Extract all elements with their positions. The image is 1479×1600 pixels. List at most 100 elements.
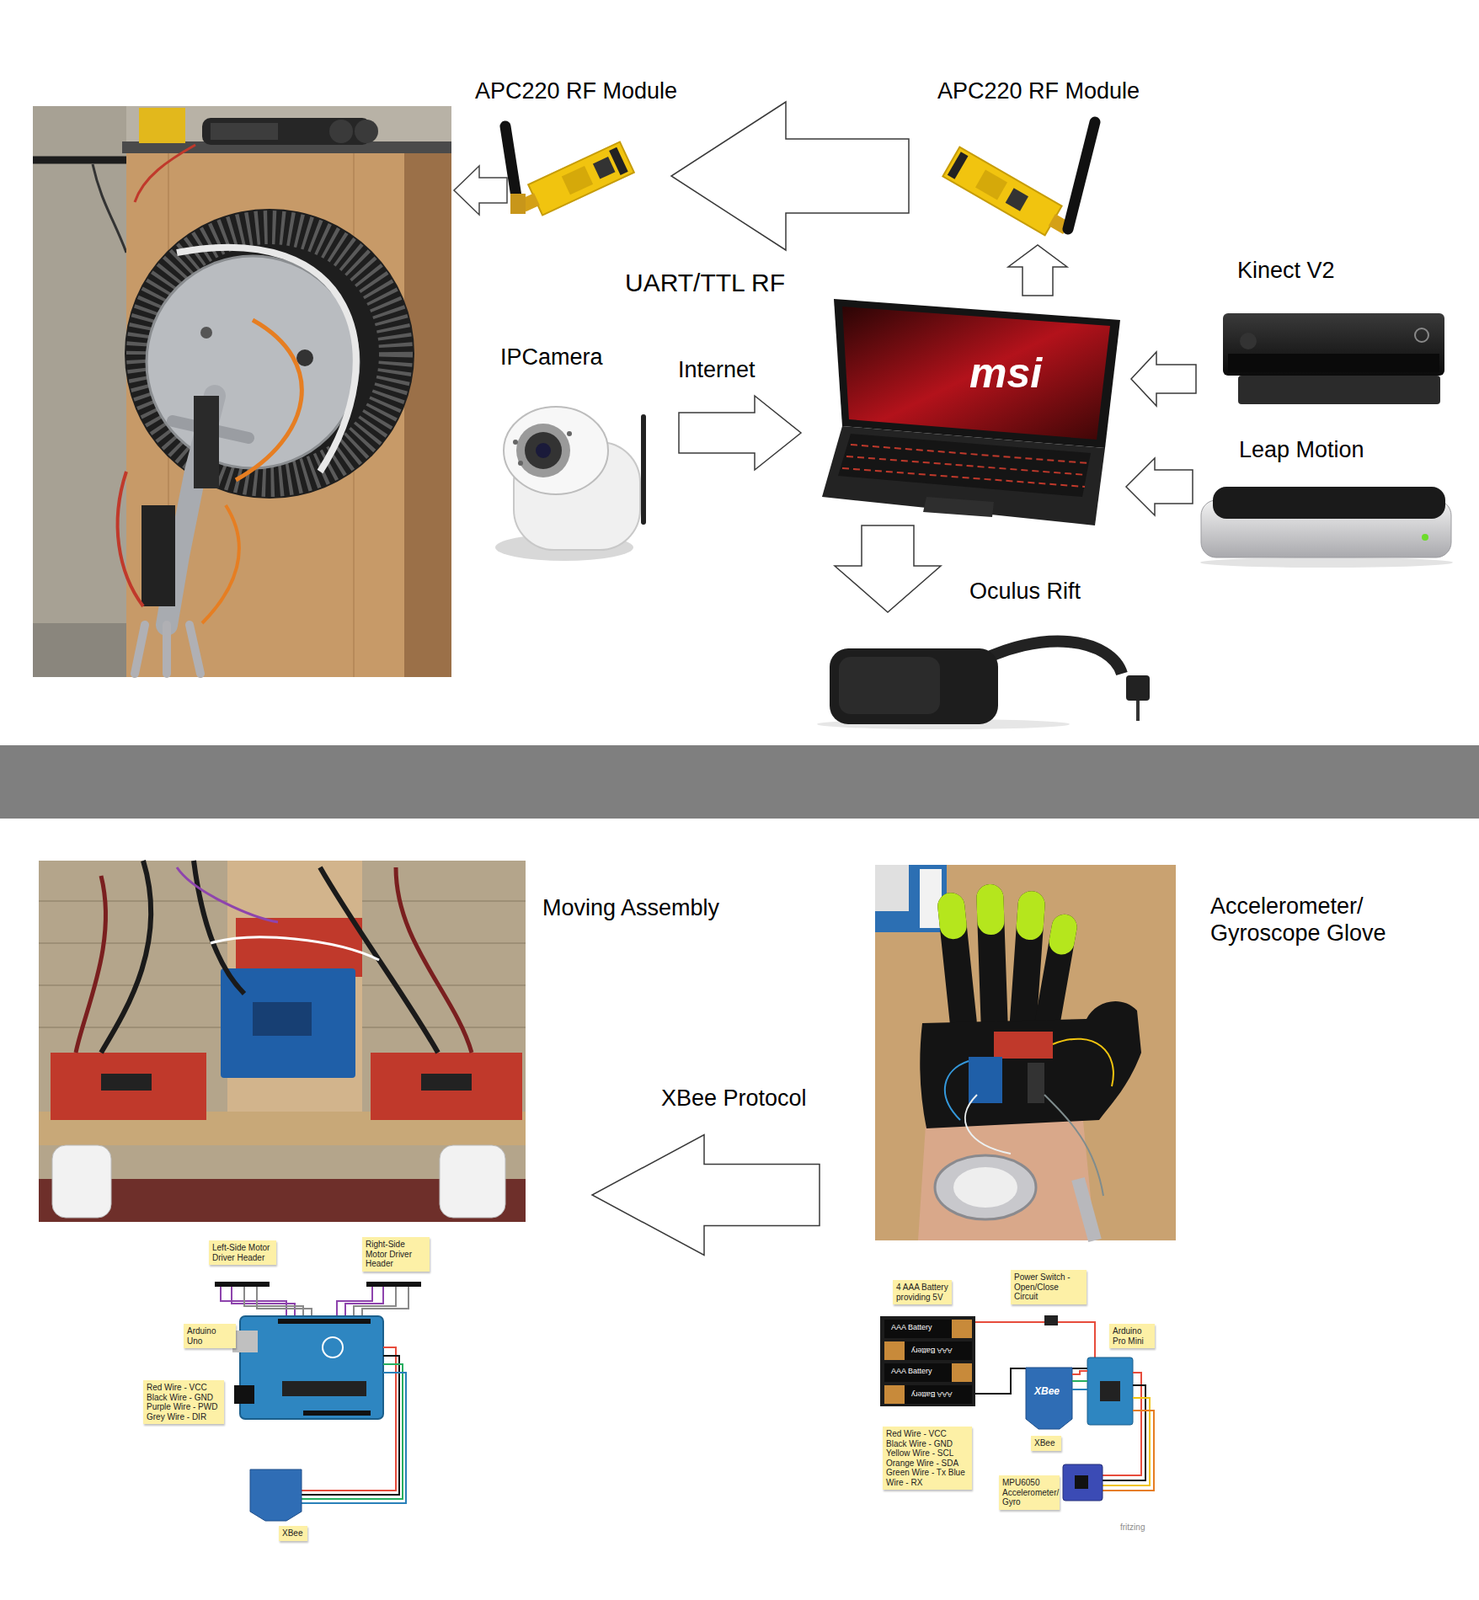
glove-photo-part xyxy=(875,864,947,933)
camera-label: IPCamera xyxy=(500,343,664,371)
rf-module-picture-part-part xyxy=(561,165,593,195)
moving-assembly-photo-part xyxy=(395,867,472,1053)
robot-arm-photo xyxy=(32,106,508,678)
block-arrow xyxy=(1126,458,1193,516)
glove-wiring-schematic-part xyxy=(1062,1464,1103,1501)
vr-headset-label: Oculus Rift xyxy=(969,577,1317,605)
robot-base-label: Moving Assembly xyxy=(542,894,1030,922)
ip-camera-picture-part xyxy=(517,460,524,466)
printed-text: AAA Battery xyxy=(891,1324,933,1333)
block-arrow xyxy=(678,395,801,470)
rf-module-box: APC220 RF Module xyxy=(937,112,1101,246)
rf-module-label: APC220 RF Module xyxy=(475,77,619,105)
note-text: Left-Side Motor Driver Header xyxy=(208,1240,277,1266)
oculus-picture-part xyxy=(1136,700,1140,721)
moving-assembly-photo-part xyxy=(439,1145,506,1218)
glove-photo-part-part xyxy=(976,883,1009,1036)
printed-text: AAA Battery xyxy=(911,1389,953,1399)
arduino-wiring-schematic-part xyxy=(301,1356,400,1496)
glove-wiring-schematic-part xyxy=(1074,1475,1089,1490)
rf-module-picture-part xyxy=(1067,122,1095,230)
leap-motion-picture-part xyxy=(1212,486,1446,519)
glove-wiring-schematic-part xyxy=(951,1363,972,1383)
ip-camera-picture-part xyxy=(516,423,571,478)
robot-arm-photo-part xyxy=(138,107,186,144)
rf-module-picture-part xyxy=(516,142,635,222)
block-arrow xyxy=(1008,245,1068,296)
glove-wiring-schematic-part xyxy=(884,1341,905,1361)
arduino-wiring-schematic xyxy=(214,1281,422,1522)
arduino-wiring-schematic-part xyxy=(336,1286,384,1319)
kinect-picture xyxy=(1222,313,1445,405)
sensor-glove-label: Accelerometer/ Gyroscope Glove xyxy=(1210,892,1413,948)
rf-module-picture-part xyxy=(505,126,518,203)
laptop-picture-part xyxy=(923,496,994,518)
robot-arm-photo-part xyxy=(32,106,452,678)
glove-photo-part xyxy=(965,1094,1011,1154)
glove-photo-part xyxy=(1052,1039,1114,1087)
glove-photo-part xyxy=(976,883,1009,1036)
glove-photo-part xyxy=(875,864,909,912)
glove-wiring-schematic-part xyxy=(1087,1357,1133,1426)
label-holder: XBee xyxy=(1034,1386,1060,1398)
glove-photo-part xyxy=(968,1057,1003,1104)
glove-photo-part xyxy=(936,891,979,1037)
arduino-wiring-schematic-part xyxy=(301,1347,396,1491)
glove-wiring-schematic-part xyxy=(1072,1371,1088,1375)
glove-wiring-schematic-part xyxy=(904,1341,972,1361)
printed-text: AAA Battery xyxy=(891,1367,933,1377)
note-text: Power Switch - Open/Close Circuit xyxy=(1010,1270,1087,1305)
robot-arm-photo-part xyxy=(134,624,201,674)
glove-photo-part-part xyxy=(1015,890,1047,941)
leap-motion-picture xyxy=(1200,486,1453,568)
glove-photo-part-part xyxy=(936,891,979,1037)
glove-wiring-schematic-part xyxy=(884,1319,952,1339)
label-holder: Right-Side Motor Driver Header xyxy=(362,1237,430,1272)
robot-arm-photo-part xyxy=(143,227,396,481)
label-holder: Arduino Uno xyxy=(183,1324,236,1349)
leap-sensor-box: Leap Motion xyxy=(1196,480,1455,567)
ip-camera-picture-part xyxy=(640,416,647,523)
ip-camera-picture xyxy=(495,406,644,561)
leap-motion-picture-part xyxy=(1421,533,1429,541)
robot-arm-photo-part xyxy=(404,151,452,678)
oculus-picture-part xyxy=(829,648,999,725)
note-text: MPU6050 Accelerometer/ Gyro xyxy=(998,1475,1060,1511)
arduino-wiring-schematic-part xyxy=(240,1316,384,1420)
moving-assembly-photo-part xyxy=(75,875,107,1053)
label-holder: Red Wire - VCC Black Wire - GND Purple W… xyxy=(143,1380,225,1425)
kinect-picture-part xyxy=(1228,353,1440,373)
moving-assembly-photo-part xyxy=(176,867,278,923)
moving-assembly-photo-part xyxy=(101,860,151,1053)
separator-band xyxy=(0,745,1479,819)
ip-camera-picture-part xyxy=(535,443,551,459)
note-text: Red Wire - VCC Black Wire - GND Purple W… xyxy=(143,1380,225,1425)
arrow-label-holder: Internet xyxy=(678,356,756,384)
glove-photo-part xyxy=(953,1167,1018,1208)
glove-wiring-schematic-part xyxy=(884,1363,952,1383)
label-holder: AAA Battery xyxy=(911,1389,953,1399)
robot-arm-photo-part xyxy=(202,117,371,145)
robot-arm-photo-part xyxy=(32,623,127,678)
label-holder: AAA Battery xyxy=(891,1324,933,1333)
glove-wiring-schematic-part xyxy=(975,1322,1095,1358)
ip-camera-picture-part xyxy=(524,432,562,470)
robot-arm-photo-part xyxy=(32,106,127,678)
rf-module-picture-part xyxy=(942,147,1075,244)
label-holder: AAA Battery xyxy=(891,1367,933,1377)
rf-module-picture-part xyxy=(510,193,526,214)
robot-arm-photo-part xyxy=(210,122,278,140)
glove-photo-part xyxy=(918,1112,1095,1241)
robot-arm-photo-part xyxy=(193,395,219,489)
robot-arm-photo-part xyxy=(202,505,240,624)
arduino-wiring-schematic-part xyxy=(250,1469,302,1522)
laptop-picture-part xyxy=(846,456,1087,476)
ip-camera-picture-part xyxy=(503,406,609,495)
kinect-sensor-box: Kinect V2 xyxy=(1222,311,1445,409)
robot-arm-photo-part xyxy=(200,326,213,339)
glove-wiring-schematic-part xyxy=(1102,1372,1142,1476)
moving-assembly-photo-part xyxy=(193,860,245,994)
robot-arm-photo-part xyxy=(146,256,359,469)
kinect-picture-part xyxy=(1222,313,1445,376)
